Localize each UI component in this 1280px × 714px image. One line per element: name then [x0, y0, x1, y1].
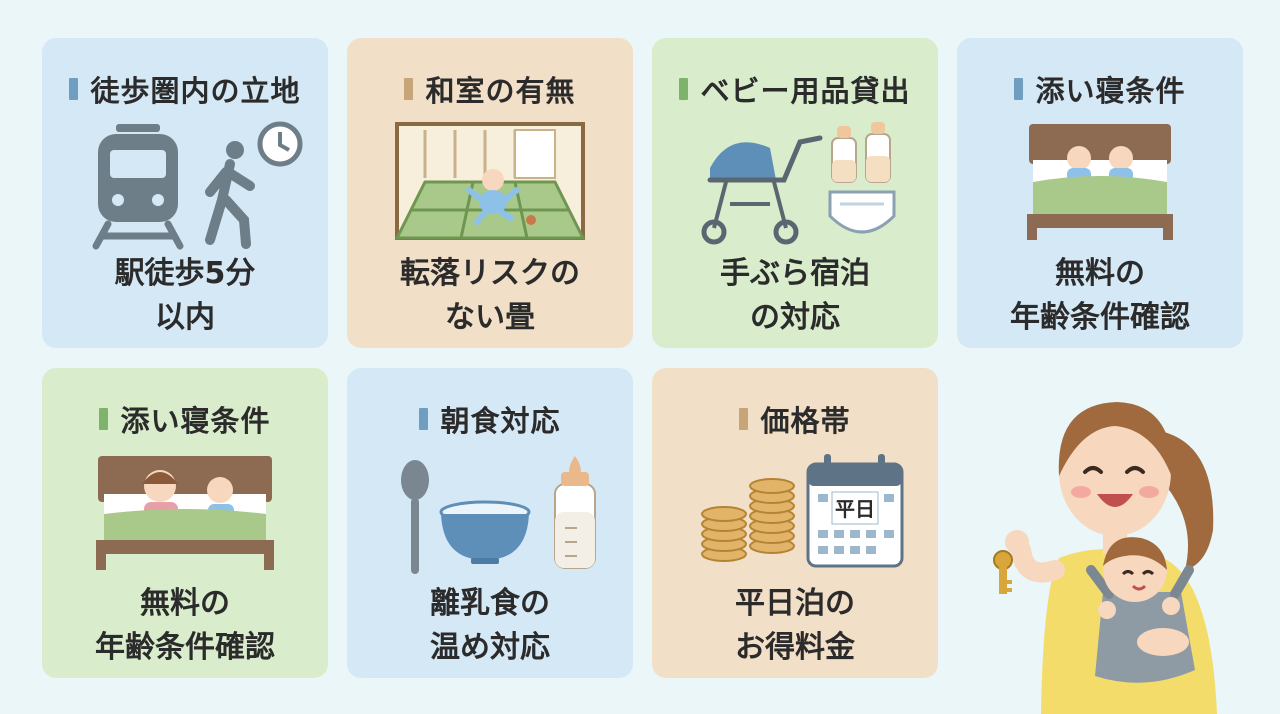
card-breakfast: 朝食対応 離乳食の 温め対応 — [347, 368, 633, 678]
card-caption: 転落リスクの ない畳 — [400, 256, 580, 335]
card-title: 朝食対応 — [347, 398, 633, 440]
bed-babies-icon — [1027, 124, 1173, 240]
card-caption: 平日泊の お得料金 — [735, 586, 855, 665]
card-caption: 駅徒歩5分 以内 — [114, 256, 256, 335]
card-price-range: 価格帯 平日 平日泊の お得料金 — [652, 368, 938, 678]
bed-parent-baby-icon — [96, 456, 274, 570]
card-title: 添い寝条件 — [957, 68, 1243, 110]
stroller-bottles-diaper-icon — [701, 122, 896, 245]
card-title: 価格帯 — [652, 398, 938, 440]
title-bar — [1014, 78, 1024, 100]
title-bar — [679, 78, 689, 100]
title-bar — [739, 408, 749, 430]
card-caption: 無料の 年齢条件確認 — [1010, 256, 1190, 335]
card-co-sleeping-2: 添い寝条件 無料の 年齢条件確認 — [42, 368, 328, 678]
title-bar — [99, 408, 109, 430]
title-bar — [419, 408, 429, 430]
coins-calendar-icon: 平日 — [701, 454, 904, 568]
card-baby-goods-rental: ベビー用品貸出 手ぶら宿泊 の対応 — [652, 38, 938, 348]
card-title: ベビー用品貸出 — [652, 68, 938, 110]
card-walk-distance: 徒歩圏内の立地 駅徒歩5分 以内 — [42, 38, 328, 348]
spoon-bowl-bottle-icon — [401, 456, 596, 574]
card-caption: 離乳食の 温め対応 — [430, 586, 550, 665]
card-caption: 手ぶら宿泊 の対応 — [720, 256, 870, 335]
title-bar — [69, 78, 79, 100]
card-title: 添い寝条件 — [42, 398, 328, 440]
calendar-label: 平日 — [835, 497, 875, 521]
mother-baby-illustration — [993, 402, 1217, 714]
card-title: 徒歩圏内の立地 — [42, 68, 328, 110]
title-bar — [404, 78, 414, 100]
card-caption: 無料の 年齢条件確認 — [95, 586, 275, 665]
card-title: 和室の有無 — [347, 68, 633, 110]
tatami-room-icon — [394, 122, 586, 240]
card-co-sleeping: 添い寝条件 無料の 年齢条件確認 — [957, 38, 1243, 348]
train-walk-clock-icon — [92, 121, 303, 250]
card-japanese-room: 和室の有無 転落リスクの ない畳 — [347, 38, 633, 348]
